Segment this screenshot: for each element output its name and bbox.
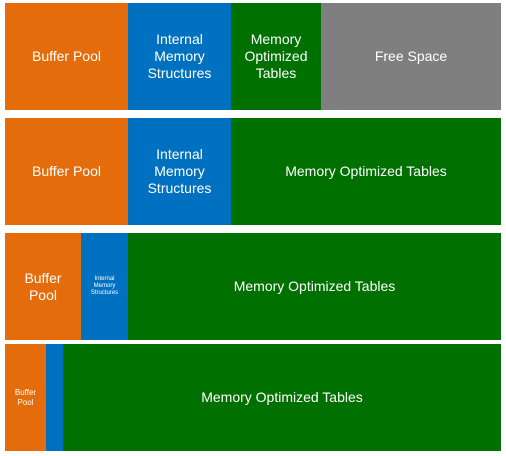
memory-optimized-tables-segment: Memory Optimized Tables bbox=[231, 118, 501, 225]
memory-optimized-tables-segment: Memory Optimized Tables bbox=[63, 344, 501, 451]
free-space-segment: Free Space bbox=[321, 3, 501, 110]
internal-memory-structures-segment: Internal Memory Structures bbox=[81, 233, 128, 340]
buffer-pool-segment: Buffer Pool bbox=[5, 3, 128, 110]
memory-optimized-tables-segment: Memory Optimized Tables bbox=[231, 3, 321, 110]
internal-memory-structures-segment bbox=[46, 344, 63, 451]
memory-allocation-bar-1: Buffer Pool Internal Memory Structures M… bbox=[5, 3, 501, 110]
buffer-pool-segment: Buffer Pool bbox=[5, 118, 128, 225]
memory-allocation-bar-3: Buffer Pool Internal Memory Structures M… bbox=[5, 233, 501, 340]
memory-allocation-bar-2: Buffer Pool Internal Memory Structures M… bbox=[5, 118, 501, 225]
buffer-pool-segment: Buffer Pool bbox=[5, 233, 81, 340]
buffer-pool-segment: Buffer Pool bbox=[5, 344, 46, 451]
internal-memory-structures-segment: Internal Memory Structures bbox=[128, 118, 231, 225]
memory-allocation-bar-4: Buffer Pool Memory Optimized Tables bbox=[5, 344, 501, 451]
memory-optimized-tables-segment: Memory Optimized Tables bbox=[128, 233, 501, 340]
internal-memory-structures-segment: Internal Memory Structures bbox=[128, 3, 231, 110]
